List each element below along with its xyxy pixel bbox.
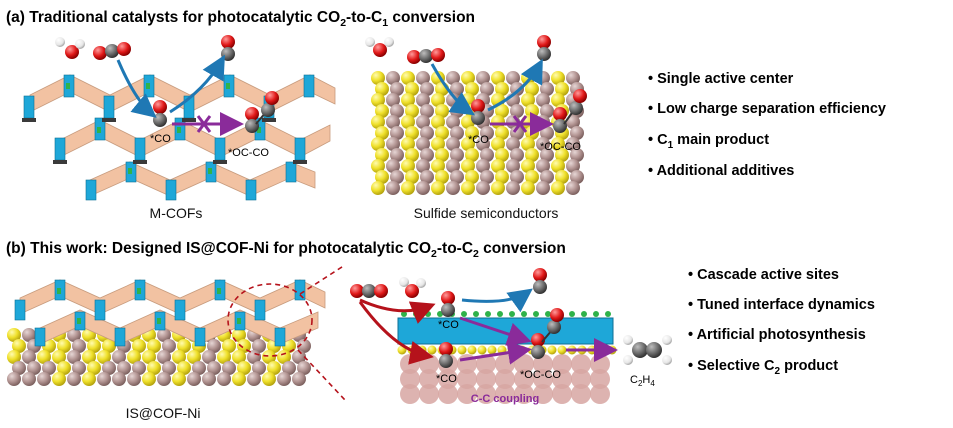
occo-adsorbed-b	[531, 308, 564, 359]
bullet-a-3: • C1 main product	[648, 132, 769, 151]
caption-m-cofs: M-COFs	[150, 205, 203, 221]
label-occo-a2: *OC-CO	[540, 141, 581, 153]
bullet-b-3: • Artificial photosynthesis	[688, 327, 866, 343]
co2-molecule-a1	[93, 42, 131, 60]
label-co-a1: *CO	[150, 133, 171, 145]
label-occo-b: *OC-CO	[520, 369, 561, 381]
co-gas-molecule-a1	[221, 35, 235, 61]
cof-band	[397, 317, 614, 345]
bullet-b-2: • Tuned interface dynamics	[688, 297, 875, 313]
is-cof-layer	[14, 279, 326, 347]
red-arrow-upper	[359, 298, 436, 324]
bullet-a-1: • Single active center	[648, 71, 794, 87]
coupling-arrow-b1	[459, 316, 532, 346]
occo-adsorbed-a2	[553, 89, 587, 133]
desorption-arrow-b	[461, 288, 533, 313]
adsorption-arrow-a1	[116, 59, 157, 118]
desorption-arrow-a1	[169, 54, 225, 114]
bullet-a-4: • Additional additives	[648, 163, 794, 179]
panel-b-title: (b) This work: Designed IS@COF-Ni for ph…	[6, 240, 566, 260]
water-molecule-a1	[55, 37, 85, 59]
red-arrow-lower	[358, 301, 434, 365]
green-site-row	[401, 311, 611, 317]
co-adsorbed-a1	[153, 100, 167, 127]
adsorption-arrow-a2	[430, 63, 475, 116]
bullet-a-2: • Low charge separation efficiency	[648, 101, 886, 117]
bullet-b-4: • Selective C2 product	[688, 358, 838, 377]
water-molecule-b	[399, 277, 426, 298]
co-adsorbed-b1	[441, 291, 455, 317]
caption-is-cof-ni: IS@COF-Ni	[126, 405, 201, 421]
co2-molecule-a2	[407, 48, 445, 64]
zoom-circle	[227, 283, 313, 357]
label-c2h4: C2H4	[630, 374, 655, 388]
label-co-b1: *CO	[438, 319, 459, 331]
caption-sulfide: Sulfide semiconductors	[414, 205, 559, 221]
co-gas-molecule-b	[533, 268, 547, 294]
desorption-arrow-a2	[487, 58, 543, 112]
c2h4-molecule	[623, 335, 672, 365]
co2-molecule-b	[350, 284, 388, 298]
panel-a-title: (a) Traditional catalysts for photocatal…	[6, 9, 475, 29]
coupling-arrow-b2	[459, 340, 532, 365]
panel-a-bullets: • Single active center • Low charge sepa…	[648, 71, 886, 179]
bullet-b-1: • Cascade active sites	[688, 267, 839, 283]
m-cof-framework	[22, 74, 336, 201]
label-occo-a1: *OC-CO	[228, 147, 269, 159]
panel-b-bullets: • Cascade active sites • Tuned interface…	[688, 267, 875, 377]
co-gas-molecule-a2	[537, 35, 551, 61]
sulfide-slab	[371, 71, 584, 195]
label-cc-coupling: C-C coupling	[471, 393, 539, 405]
zoom-line-bottom	[297, 349, 346, 401]
occo-adsorbed-a1	[245, 91, 279, 133]
blocked-cross-a1	[196, 115, 212, 133]
blocked-cross-a2	[512, 115, 528, 133]
label-co-a2: *CO	[468, 134, 489, 146]
water-molecule-a2	[365, 37, 394, 57]
co-adsorbed-b2	[439, 342, 453, 368]
label-co-b2: *CO	[436, 373, 457, 385]
